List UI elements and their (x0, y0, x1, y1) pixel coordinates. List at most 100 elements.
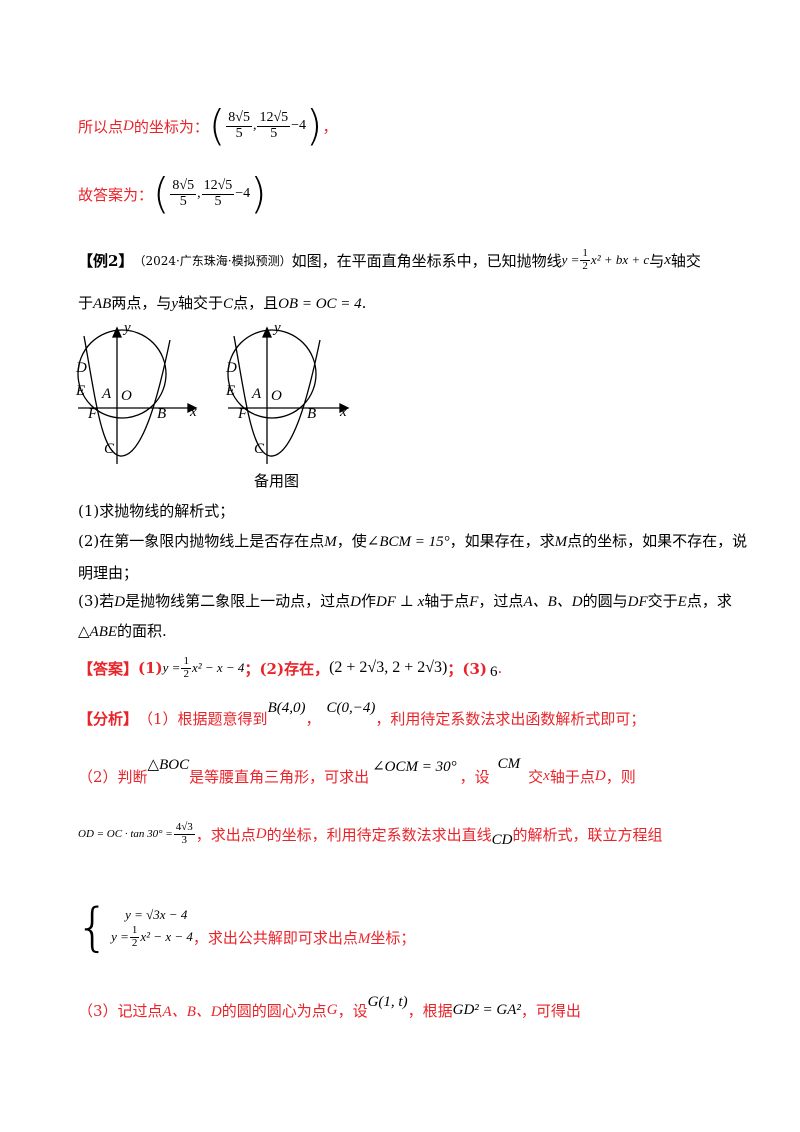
figure-parabola-circle (77, 326, 350, 464)
text: . (497, 659, 503, 677)
math: F (469, 594, 479, 610)
analysis-line-1: 【分析】 （1）根据题意得到 B(4,0) ， C(0,−4) ，利用待定系数法… (78, 700, 645, 736)
text: ，设 (459, 767, 490, 786)
fig2-label-a: A (252, 386, 262, 402)
text: ；(3) (447, 659, 487, 678)
fig2-label-x: x (340, 404, 347, 420)
tail: −4 (291, 118, 307, 133)
question-3: (3)若D是抛物线第二象限上一动点，过点D作DF ⊥ x轴于点F，过点A、B、D… (78, 590, 732, 611)
fig-label-c: C (104, 441, 115, 457)
math: x² − x − 4 (140, 929, 193, 944)
fig2-label-e: E (226, 383, 236, 399)
text: 点，求 (686, 592, 732, 610)
frac-den: 5 (179, 193, 187, 209)
text: 点，且 (233, 294, 279, 312)
text: 的坐标，利用待定系数法求出直线 (266, 825, 492, 844)
frac-den: 5 (235, 125, 243, 141)
math: A、B、D (162, 1003, 222, 1020)
analysis-line-2: （2）判断 △BOC 是等腰直角三角形，可求出 ∠OCM = 30° ，设 CM… (78, 755, 636, 794)
text: 点的坐标，如果不存在，说 (567, 532, 748, 550)
text: 的圆与 (582, 592, 628, 610)
text: 与 (649, 251, 665, 270)
fig-label-b: B (157, 406, 167, 422)
math: D (255, 825, 267, 842)
fig-label-o: O (121, 388, 132, 404)
frac-den: 5 (214, 193, 222, 209)
math: x² + bx + c (590, 252, 650, 267)
math: OB = OC = 4 (278, 296, 362, 312)
math: y (171, 296, 179, 312)
math: G (326, 1001, 338, 1018)
frac-num: 1 (580, 246, 590, 261)
math: y = (561, 252, 580, 267)
question-2-line-2: 明理由； (78, 562, 138, 583)
text: 的圆的圆心为点 (221, 1001, 327, 1020)
system-eq-1: y = √3x − 4 (125, 906, 188, 922)
math: G(1, t) (367, 993, 408, 1010)
text: 的坐标为： (133, 117, 209, 136)
text: ，根据 (407, 1001, 453, 1020)
analysis-tag: 【分析】 (78, 709, 139, 728)
text: (2)在第一象限内抛物线上是否存在点 (78, 532, 325, 550)
frac-den: 2 (582, 259, 588, 272)
fig2-label-b: B (307, 406, 317, 422)
math: D (114, 594, 126, 610)
example-line-2: 于AB两点，与y轴交于C点，且OB = OC = 4. (78, 292, 366, 313)
text: （2）判断 (78, 767, 148, 786)
text: ，设 (337, 1001, 368, 1020)
text: 于 (78, 294, 94, 312)
math: C (223, 296, 234, 312)
math: ∠BCM = 15° (366, 534, 450, 550)
text: (1)求抛物线的解析式； (78, 502, 235, 520)
math: CM (497, 755, 521, 772)
math: M (554, 534, 568, 550)
text: 如图，在平面直角坐标系中，已知抛物线 (291, 251, 562, 270)
text: ；(2)存在， (244, 659, 330, 678)
text: . (361, 294, 367, 312)
analysis-line-5: （3）记过点 A、B、D 的圆的圆心为点 G ，设 G(1, t) ，根据 GD… (78, 992, 581, 1028)
math: GD² = GA² (452, 1001, 521, 1018)
math: D (350, 594, 361, 610)
text: (1) (138, 659, 163, 677)
math: B(4,0) (267, 699, 306, 716)
frac-num: 4√3 (173, 820, 195, 835)
math: CD (491, 831, 513, 848)
frac-num: 8√5 (226, 109, 252, 127)
text: 是抛物线第二象限上一动点，过点 (125, 592, 351, 610)
text: 两点，与 (111, 294, 172, 312)
math: x² − x − 4 (191, 660, 245, 675)
math: AB (93, 296, 112, 312)
example-source: （2024·广东珠海·模拟预测） (133, 253, 292, 268)
math: DF ⊥ x (375, 594, 425, 610)
text: 坐标； (370, 928, 416, 947)
text: 故答案为： (78, 185, 154, 204)
text: ， (322, 117, 338, 136)
math: M (357, 930, 371, 947)
text: ，则 (605, 767, 636, 786)
text: 轴于点 (424, 592, 470, 610)
text: ，过点 (478, 592, 524, 610)
frac-num: 1 (129, 923, 140, 938)
fig2-label-o: O (271, 388, 282, 404)
math: △BOC (147, 756, 190, 773)
frac-den: 2 (183, 667, 189, 680)
fig-label-a: A (102, 386, 112, 402)
math: ∠OCM = 30° (372, 758, 457, 775)
frac-num: 12√5 (201, 177, 235, 195)
frac-num: 12√5 (257, 109, 291, 127)
math: D (594, 767, 606, 784)
fig-label-x: x (190, 404, 197, 420)
math: OD = OC · tan 30° = (78, 828, 173, 840)
system-brace: { (76, 898, 110, 958)
math: 6 (489, 663, 498, 680)
fig-label-y: y (124, 320, 131, 336)
fig-label-d: D (76, 360, 87, 376)
text: 的解析式，联立方程组 (512, 825, 663, 844)
